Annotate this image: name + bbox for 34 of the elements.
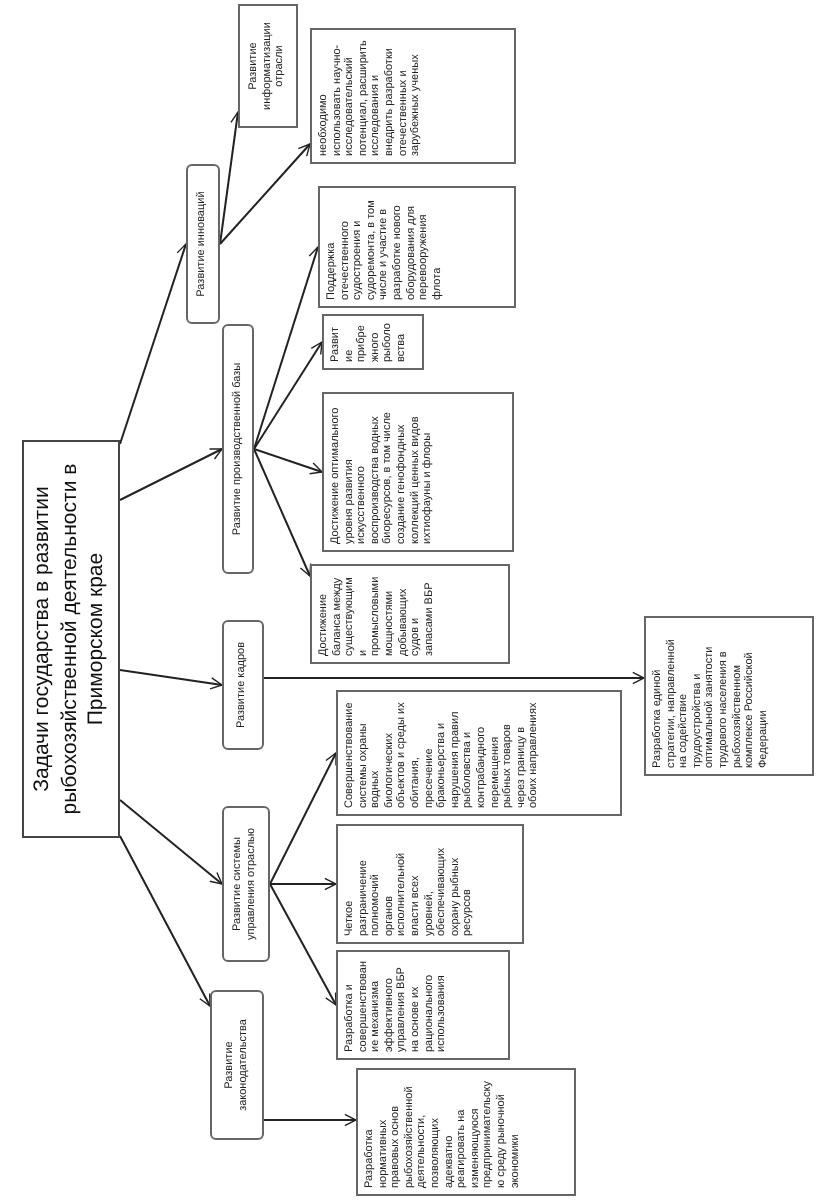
arrow: [269, 883, 337, 1006]
text-box: [336, 950, 510, 1060]
text-box: [318, 186, 516, 308]
node-text: Задачи государства в развитии рыбохозяйственной деятельности в Приморском крае: [30, 461, 111, 819]
text-box: [356, 1068, 576, 1196]
text-box: [310, 28, 516, 164]
arrow: [253, 341, 323, 450]
category-box: [222, 620, 264, 750]
text-box: [322, 392, 514, 552]
arrow: [219, 143, 311, 245]
arrow: [269, 877, 337, 891]
arrow: [263, 671, 645, 685]
category-box: [222, 324, 254, 574]
arrow: [119, 799, 223, 885]
text-box: [336, 690, 622, 816]
arrow: [269, 752, 337, 885]
title-box: [22, 440, 120, 838]
task-box: [238, 4, 298, 128]
text-box: [336, 824, 524, 944]
text-box: [310, 564, 510, 664]
text-box: [644, 616, 814, 776]
category-box: [186, 164, 220, 324]
category-box: [210, 990, 264, 1140]
arrow: [219, 111, 243, 245]
arrow: [119, 835, 211, 1007]
arrow: [119, 448, 223, 501]
arrow: [253, 448, 323, 475]
arrow: [119, 669, 223, 690]
arrow: [253, 448, 312, 577]
category-box: [222, 806, 270, 962]
text-box: [322, 314, 424, 370]
arrow: [119, 243, 189, 445]
arrow: [253, 246, 321, 450]
arrow: [263, 1113, 357, 1127]
